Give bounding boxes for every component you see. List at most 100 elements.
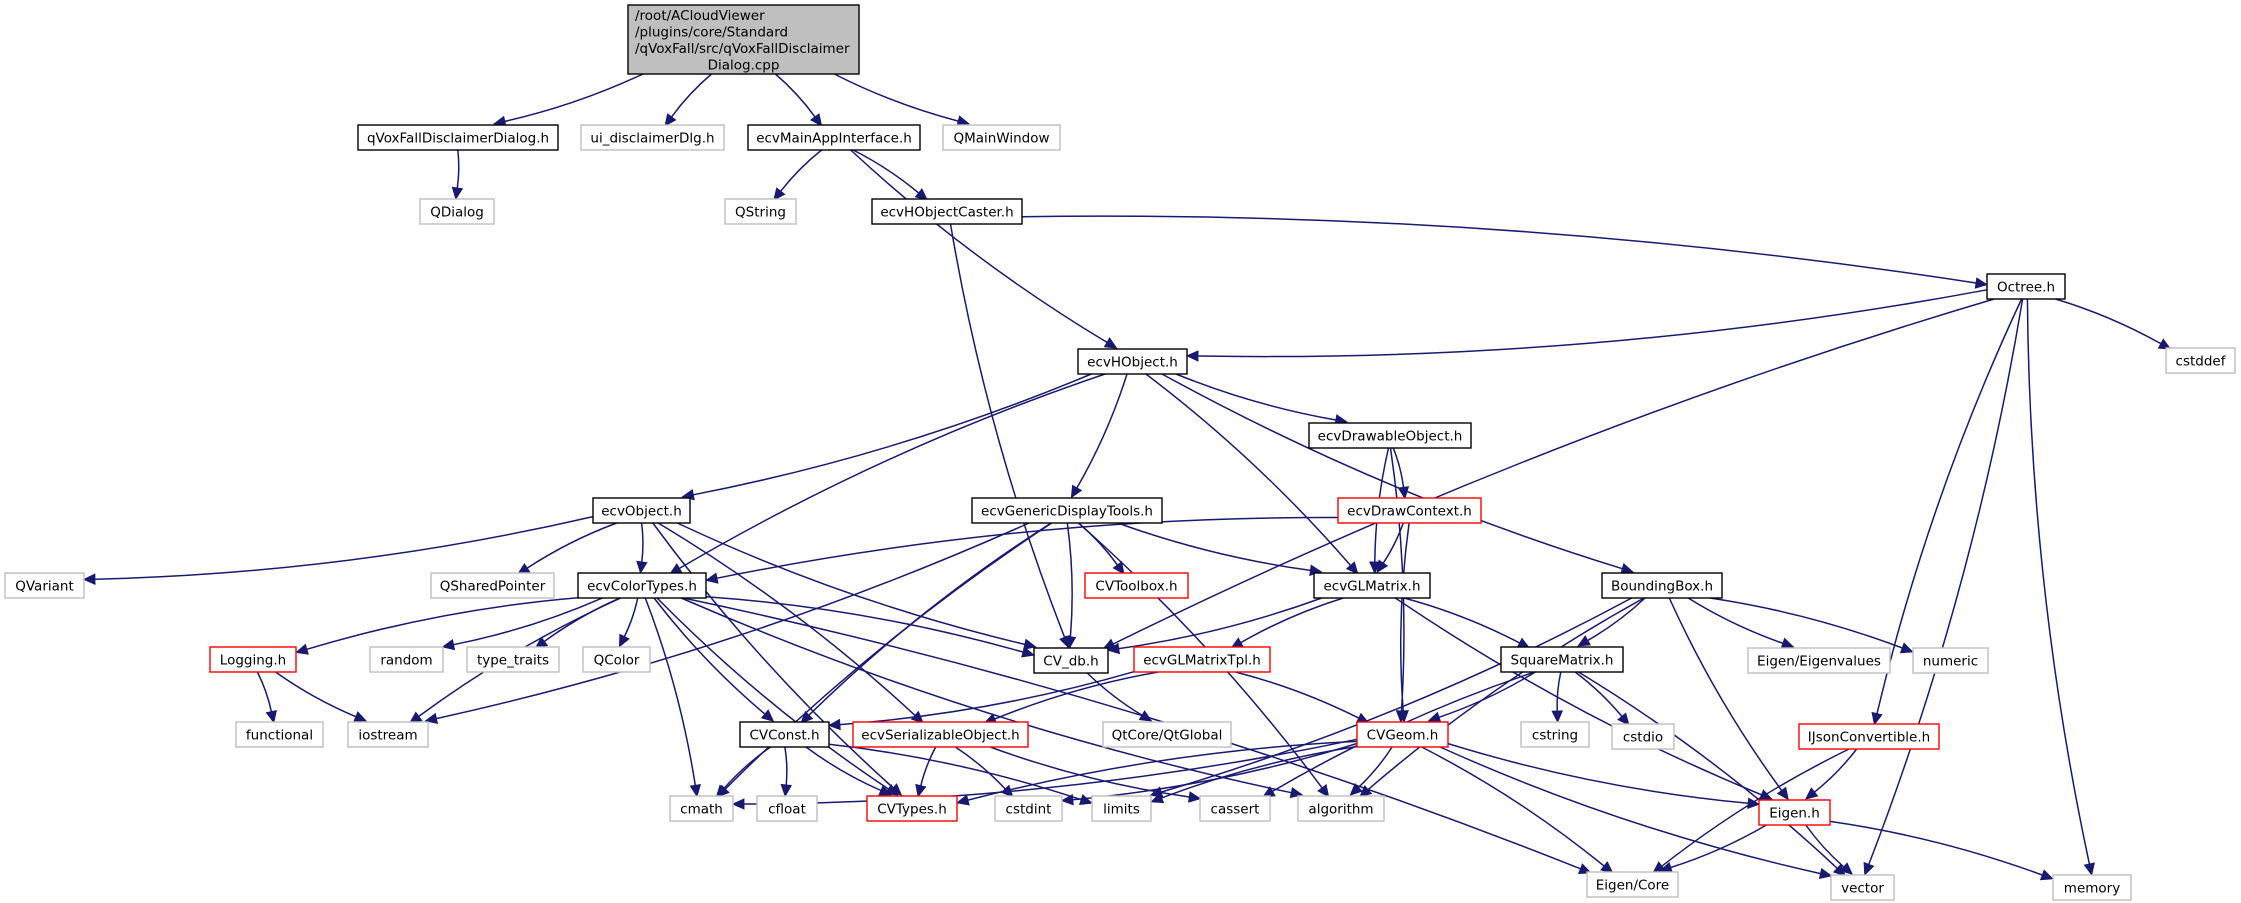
node-QSharedPointer[interactable]: QSharedPointer (430, 572, 555, 599)
node-box[interactable] (1033, 647, 1109, 674)
node-ecvMainAppInterface_h[interactable]: ecvMainAppInterface.h (747, 124, 921, 151)
node-box[interactable] (1798, 723, 1940, 750)
node-box[interactable] (466, 646, 560, 673)
node-cmath[interactable]: cmath (669, 795, 734, 822)
node-box[interactable] (2165, 347, 2236, 374)
node-box[interactable] (994, 795, 1063, 822)
node-QMainWindow[interactable]: QMainWindow (942, 124, 1061, 151)
node-Logging_h[interactable]: Logging.h (209, 646, 297, 673)
node-ecvHObjectCaster_h[interactable]: ecvHObjectCaster.h (871, 198, 1023, 225)
node-ecvGLMatrix_h[interactable]: ecvGLMatrix.h (1313, 572, 1431, 599)
node-ui_disclaimerDlg_h[interactable]: ui_disclaimerDlg.h (580, 124, 725, 151)
node-ecvColorTypes_h[interactable]: ecvColorTypes.h (577, 572, 707, 599)
node-box[interactable] (369, 646, 444, 673)
node-root[interactable]: /root/ACloudViewer/plugins/core/Standard… (627, 4, 860, 75)
node-Eigen_Core[interactable]: Eigen/Core (1586, 871, 1679, 898)
node-Eigen_h[interactable]: Eigen.h (1758, 799, 1831, 826)
node-box[interactable] (1912, 647, 1989, 674)
node-box[interactable] (577, 572, 707, 599)
node-box[interactable] (1356, 721, 1449, 748)
node-box[interactable] (866, 795, 958, 822)
node-box[interactable] (357, 124, 559, 151)
node-ecvHObject_h[interactable]: ecvHObject.h (1077, 348, 1188, 375)
node-box[interactable] (1297, 795, 1385, 822)
node-CVGeom_h[interactable]: CVGeom.h (1356, 721, 1449, 748)
node-ecvSerializableObject_h[interactable]: ecvSerializableObject.h (852, 721, 1029, 748)
node-box[interactable] (419, 198, 495, 225)
node-box[interactable] (1986, 273, 2066, 300)
node-box[interactable] (724, 198, 797, 225)
node-QVariant[interactable]: QVariant (4, 572, 85, 599)
node-cassert[interactable]: cassert (1199, 795, 1271, 822)
node-ecvObject_h[interactable]: ecvObject.h (592, 497, 691, 524)
node-box[interactable] (1308, 422, 1472, 449)
node-box[interactable] (1313, 572, 1431, 599)
node-box[interactable] (756, 795, 818, 822)
node-box[interactable] (1084, 572, 1189, 599)
node-box[interactable] (2052, 874, 2132, 901)
node-qVoxFallDisclaimerDialog_h[interactable]: qVoxFallDisclaimerDialog.h (357, 124, 559, 151)
node-box[interactable] (747, 124, 921, 151)
node-box[interactable] (1586, 871, 1679, 898)
node-box[interactable] (1611, 723, 1675, 750)
node-box[interactable] (430, 572, 555, 599)
node-box[interactable] (1337, 497, 1482, 524)
node-box[interactable] (1747, 647, 1891, 674)
node-functional[interactable]: functional (235, 721, 324, 748)
node-box[interactable] (347, 721, 429, 748)
node-ecvGenericDisplayTools_h[interactable]: ecvGenericDisplayTools.h (971, 497, 1163, 524)
node-SquareMatrix_h[interactable]: SquareMatrix.h (1500, 646, 1624, 673)
node-Octree_h[interactable]: Octree.h (1986, 273, 2066, 300)
node-box[interactable] (1091, 795, 1152, 822)
node-box[interactable] (627, 4, 860, 75)
node-QString[interactable]: QString (724, 198, 797, 225)
node-type_traits[interactable]: type_traits (466, 646, 560, 673)
node-cstring[interactable]: cstring (1520, 721, 1590, 748)
node-box[interactable] (1601, 572, 1723, 599)
node-box[interactable] (1520, 721, 1590, 748)
node-box[interactable] (871, 198, 1023, 225)
node-random[interactable]: random (369, 646, 444, 673)
node-Eigen_Eigenvalues[interactable]: Eigen/Eigenvalues (1747, 647, 1891, 674)
node-box[interactable] (592, 497, 691, 524)
node-box[interactable] (209, 646, 297, 673)
node-ecvDrawableObject_h[interactable]: ecvDrawableObject.h (1308, 422, 1472, 449)
node-IJsonConvertible_h[interactable]: IJsonConvertible.h (1798, 723, 1940, 750)
node-box[interactable] (1133, 646, 1271, 673)
node-box[interactable] (942, 124, 1061, 151)
node-box[interactable] (235, 721, 324, 748)
node-QDialog[interactable]: QDialog (419, 198, 495, 225)
node-box[interactable] (1077, 348, 1188, 375)
node-box[interactable] (4, 572, 85, 599)
node-memory[interactable]: memory (2052, 874, 2132, 901)
node-QColor[interactable]: QColor (582, 646, 651, 673)
node-cstdio[interactable]: cstdio (1611, 723, 1675, 750)
node-cstddef[interactable]: cstddef (2165, 347, 2236, 374)
node-box[interactable] (971, 497, 1163, 524)
node-box[interactable] (1758, 799, 1831, 826)
node-box[interactable] (1199, 795, 1271, 822)
node-box[interactable] (1500, 646, 1624, 673)
node-CVConst_h[interactable]: CVConst.h (739, 721, 830, 748)
node-vector[interactable]: vector (1830, 874, 1895, 901)
node-cstdint[interactable]: cstdint (994, 795, 1063, 822)
node-iostream[interactable]: iostream (347, 721, 429, 748)
node-box[interactable] (669, 795, 734, 822)
node-QtCore_QtGlobal[interactable]: QtCore/QtGlobal (1102, 721, 1232, 748)
node-box[interactable] (1102, 721, 1232, 748)
node-box[interactable] (582, 646, 651, 673)
node-box[interactable] (852, 721, 1029, 748)
node-CVTypes_h[interactable]: CVTypes.h (866, 795, 958, 822)
node-BoundingBox_h[interactable]: BoundingBox.h (1601, 572, 1723, 599)
node-box[interactable] (739, 721, 830, 748)
node-CVToolbox_h[interactable]: CVToolbox.h (1084, 572, 1189, 599)
node-box[interactable] (1830, 874, 1895, 901)
node-box[interactable] (580, 124, 725, 151)
node-cfloat[interactable]: cfloat (756, 795, 818, 822)
node-ecvGLMatrixTpl_h[interactable]: ecvGLMatrixTpl.h (1133, 646, 1271, 673)
node-limits[interactable]: limits (1091, 795, 1152, 822)
node-algorithm[interactable]: algorithm (1297, 795, 1385, 822)
node-ecvDrawContext_h[interactable]: ecvDrawContext.h (1337, 497, 1482, 524)
node-numeric[interactable]: numeric (1912, 647, 1989, 674)
node-CV_db_h[interactable]: CV_db.h (1033, 647, 1109, 674)
